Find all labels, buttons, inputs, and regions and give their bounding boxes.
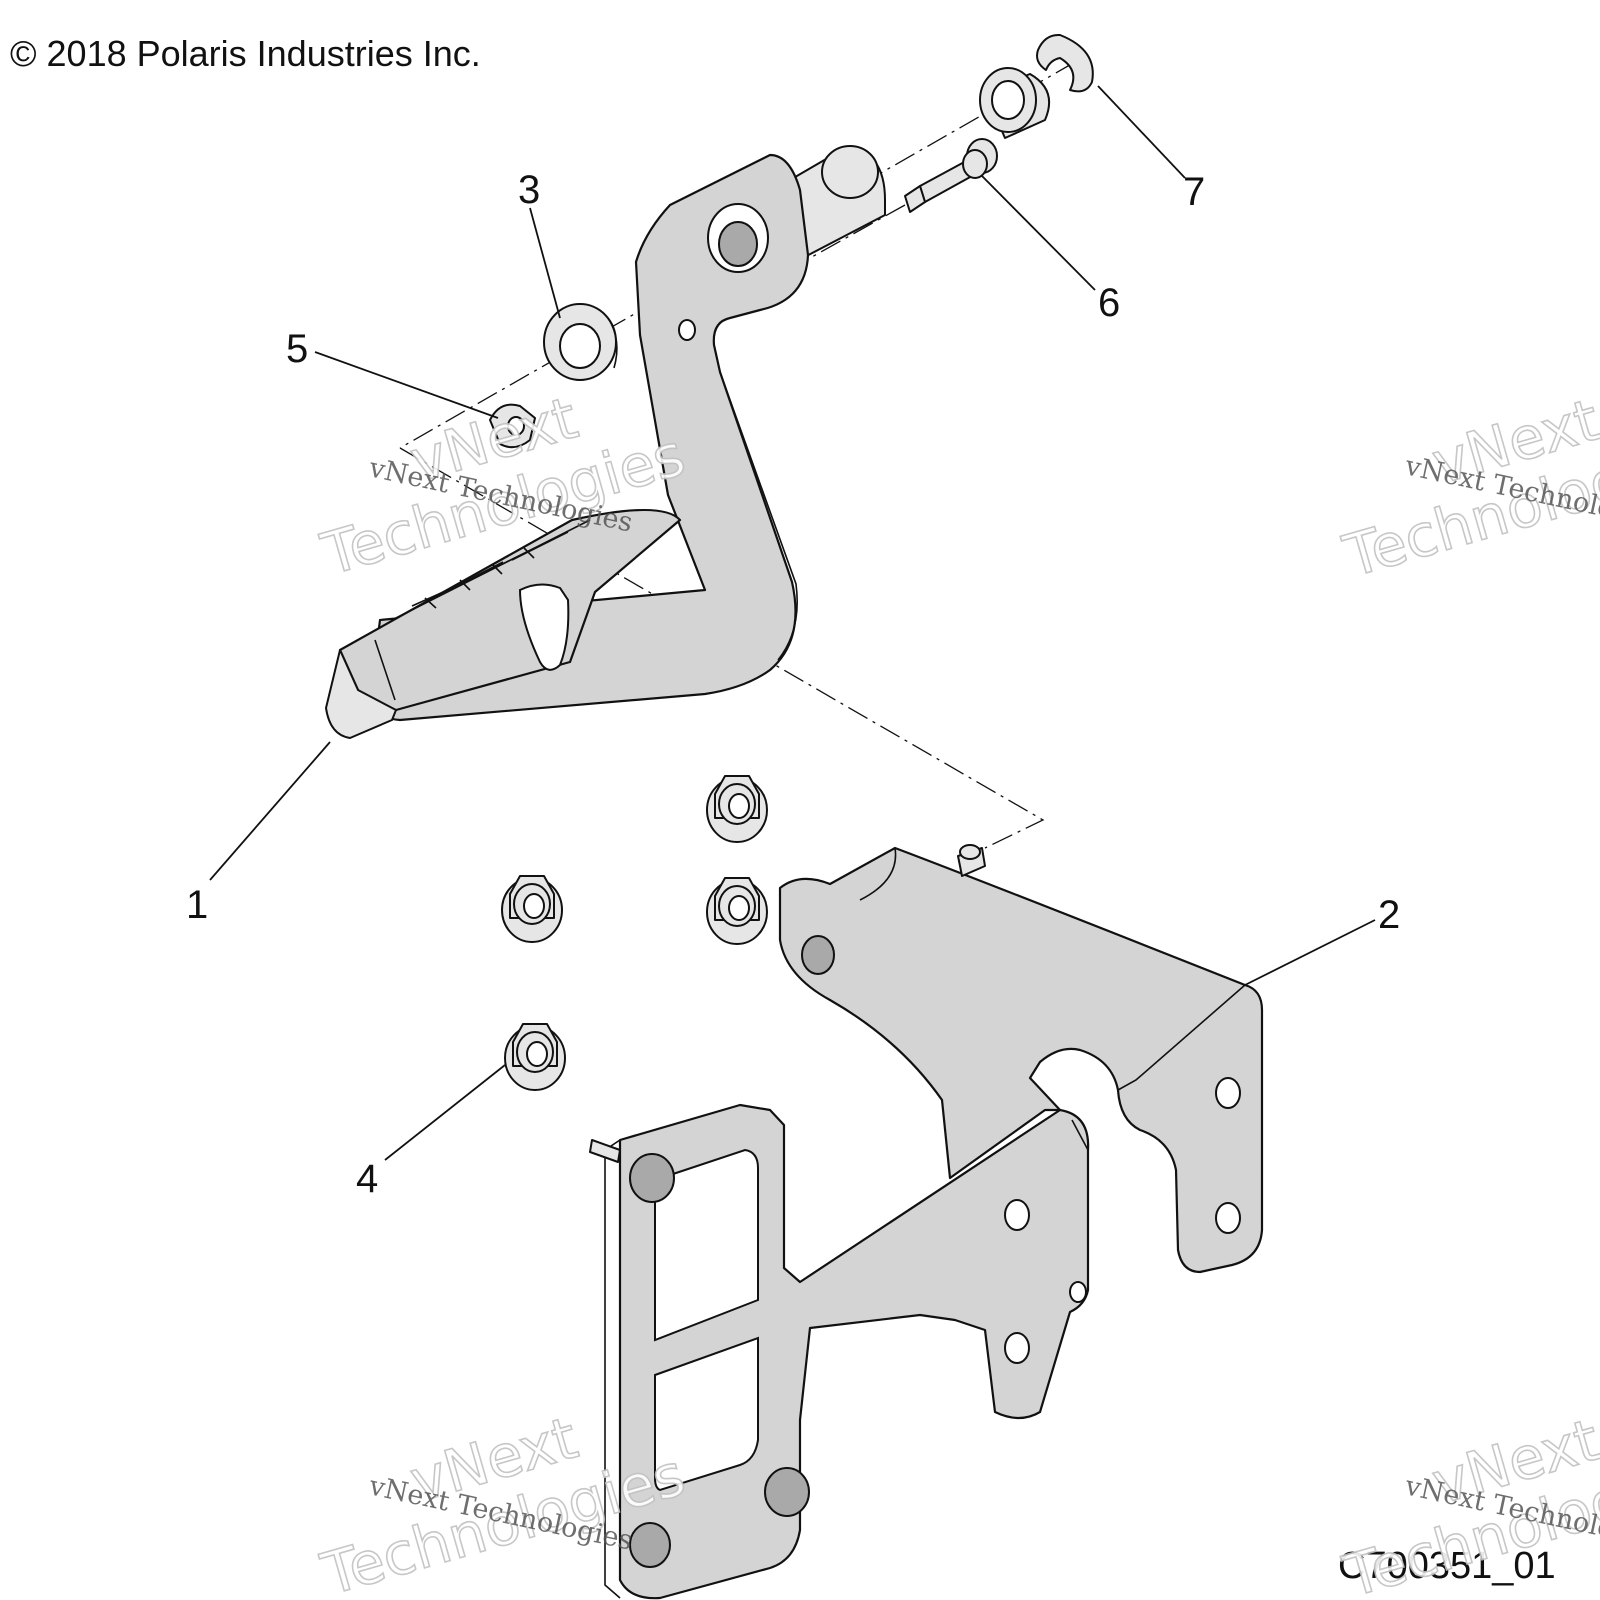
leader-3 (529, 207, 561, 319)
bracket-window-upper (654, 1148, 759, 1342)
brake-pedal (325, 145, 886, 739)
callout-5: 5 (286, 327, 308, 371)
pedal-pad-lip (325, 649, 397, 739)
leader-6 (981, 175, 1096, 291)
copyright-text: © 2018 Polaris Industries Inc. (10, 33, 481, 74)
flange-nut-4d (504, 1023, 566, 1091)
bushing-3 (543, 303, 618, 381)
flange-nut-4c (706, 877, 768, 945)
callout-7: 7 (1183, 170, 1205, 214)
centerline-nut-to-stud (399, 447, 1045, 849)
pad-slot (518, 583, 570, 671)
leader-2 (1244, 919, 1376, 986)
callout-4: 4 (356, 1157, 378, 1201)
bracket-window-lower (654, 1336, 759, 1492)
leader-5 (314, 351, 499, 419)
nut-5 (489, 403, 536, 449)
figure-id: C700351_01 (1338, 1545, 1556, 1587)
flange-nut-4a (706, 775, 768, 843)
flange-nut-4b (501, 875, 563, 943)
bracket-upper-arm (778, 846, 1264, 1274)
leader-7 (1097, 85, 1186, 179)
callout-6: 6 (1098, 281, 1120, 325)
callout-2: 2 (1378, 893, 1400, 937)
shoulder-bolt-6 (904, 138, 998, 213)
mounting-bracket (589, 844, 1264, 1600)
retaining-clip-7 (1036, 33, 1094, 93)
callout-1: 1 (186, 883, 208, 927)
callout-3: 3 (518, 168, 540, 212)
leader-4 (384, 1064, 506, 1161)
bushing-7 (979, 67, 1050, 139)
leader-1 (209, 741, 331, 881)
